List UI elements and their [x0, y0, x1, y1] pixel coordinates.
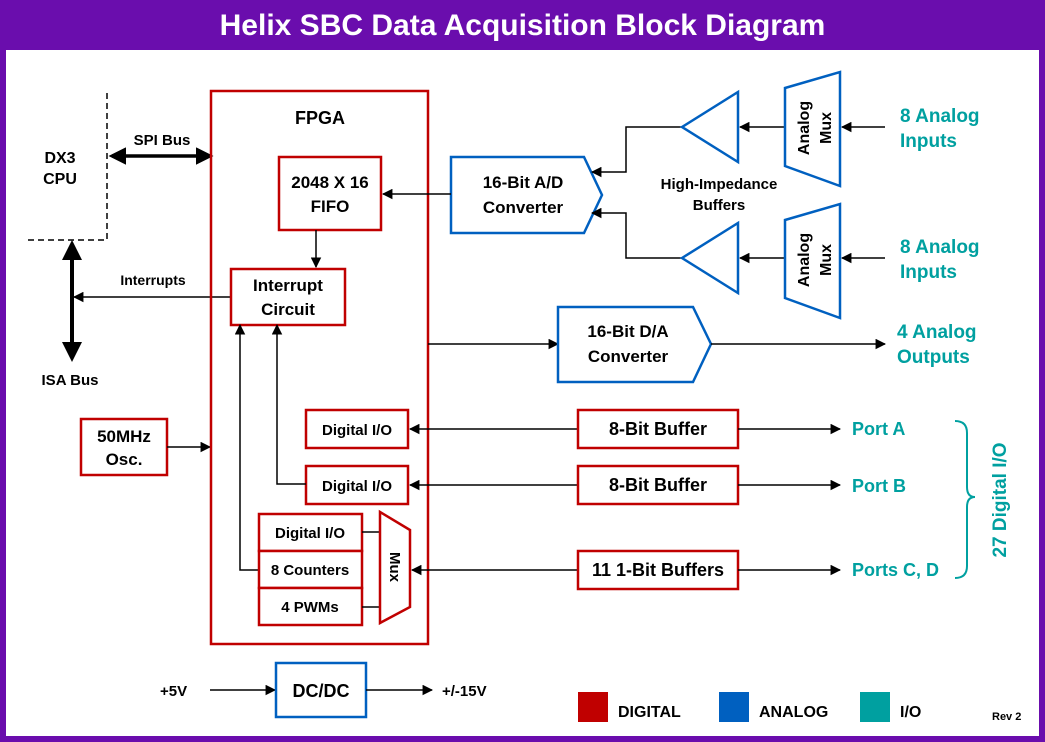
cpu-label-1: DX3	[44, 150, 75, 167]
analog-input-1-label-1: 8 Analog	[900, 106, 980, 127]
legend-io-swatch	[860, 692, 890, 722]
digital-mux-block	[378, 509, 412, 626]
digital-io-block-2	[304, 464, 410, 506]
analog-output-label-1: 4 Analog	[897, 322, 977, 343]
port-b-label: Port B	[852, 476, 906, 496]
analog-mux-1-label-1: Analog	[796, 101, 813, 155]
legend-io-label: I/O	[900, 704, 921, 721]
analog-input-2-label-2: Inputs	[900, 262, 957, 283]
adc-label-2: Converter	[483, 198, 564, 217]
power-out-label: +/-15V	[442, 683, 487, 700]
legend-digital-swatch	[578, 692, 608, 722]
digital-io-block-1	[304, 408, 410, 450]
digital-io-label-2: Digital I/O	[322, 478, 392, 495]
buffer2-to-adc-arrow	[590, 207, 682, 259]
analog-input-2-label-1: 8 Analog	[900, 237, 980, 258]
counters-block	[257, 549, 364, 590]
dcdc-block	[274, 661, 368, 719]
isa-bus-label: ISA Bus	[42, 372, 99, 389]
buffer-cd-label: 11 1-Bit Buffers	[592, 560, 724, 580]
digital-mux-label: Mux	[386, 552, 403, 583]
dio2-to-interrupt-arrow	[271, 323, 306, 485]
fifo-label-2: FIFO	[311, 197, 350, 216]
interrupt-label-1: Interrupt	[253, 276, 323, 295]
cpu-label-2: CPU	[43, 171, 77, 188]
digital-io-block-3	[257, 512, 364, 553]
buffer-amplifier-1	[679, 89, 740, 165]
fpga-label: FPGA	[295, 108, 345, 128]
buffer-amplifier-2	[679, 220, 740, 296]
oscillator-block	[79, 417, 169, 477]
analog-input-1-label-2: Inputs	[900, 131, 957, 152]
revision-label: Rev 2	[992, 711, 1021, 723]
dac-label-1: 16-Bit D/A	[587, 322, 668, 341]
dac-block	[556, 305, 713, 384]
buffers-label-2: Buffers	[693, 197, 746, 214]
adc-block	[449, 155, 604, 235]
osc-label-1: 50MHz	[97, 427, 151, 446]
analog-mux-2	[783, 202, 842, 320]
dcdc-label: DC/DC	[293, 681, 350, 701]
cpu-region: DX3 CPU	[25, 93, 108, 241]
buffer-cd-block	[576, 549, 740, 591]
legend-analog-label: ANALOG	[759, 704, 828, 721]
digital-io-brace	[954, 420, 976, 579]
digital-io-label-1: Digital I/O	[322, 422, 392, 439]
buffers-label-1: High-Impedance	[661, 176, 778, 193]
analog-mux-2-label-1: Analog	[796, 233, 813, 287]
osc-label-2: Osc.	[106, 450, 143, 469]
power-in-label: +5V	[160, 683, 187, 700]
buffer-b-label: 8-Bit Buffer	[609, 475, 707, 495]
fpga-block	[209, 89, 430, 646]
port-a-label: Port A	[852, 419, 905, 439]
adc-label-1: 16-Bit A/D	[483, 173, 564, 192]
dac-label-2: Converter	[588, 347, 669, 366]
interrupt-circuit-block	[229, 267, 347, 327]
digital-io-label-3: Digital I/O	[275, 525, 345, 542]
buffer-a-label: 8-Bit Buffer	[609, 419, 707, 439]
interrupts-label: Interrupts	[120, 272, 186, 288]
interrupt-label-2: Circuit	[261, 300, 315, 319]
buffer-a-block	[576, 408, 740, 450]
analog-mux-2-label-2: Mux	[818, 244, 835, 276]
diagram-title: Helix SBC Data Acquisition Block Diagram	[219, 9, 826, 42]
spi-bus-label: SPI Bus	[134, 132, 191, 149]
fifo-label-1: 2048 X 16	[291, 173, 369, 192]
buffer-b-block	[576, 464, 740, 506]
fifo-block	[277, 155, 383, 232]
analog-mux-1	[783, 70, 842, 188]
port-cd-label: Ports C, D	[852, 560, 939, 580]
pwms-label: 4 PWMs	[281, 599, 339, 616]
counters-to-interrupt-arrow	[234, 323, 259, 571]
analog-mux-1-label-2: Mux	[818, 112, 835, 144]
digital-io-group-label: 27 Digital I/O	[990, 442, 1011, 557]
counters-label: 8 Counters	[271, 562, 349, 579]
legend-analog-swatch	[719, 692, 749, 722]
analog-output-label-2: Outputs	[897, 347, 970, 368]
buffer1-to-adc-arrow	[590, 126, 682, 178]
legend-digital-label: DIGITAL	[618, 704, 681, 721]
